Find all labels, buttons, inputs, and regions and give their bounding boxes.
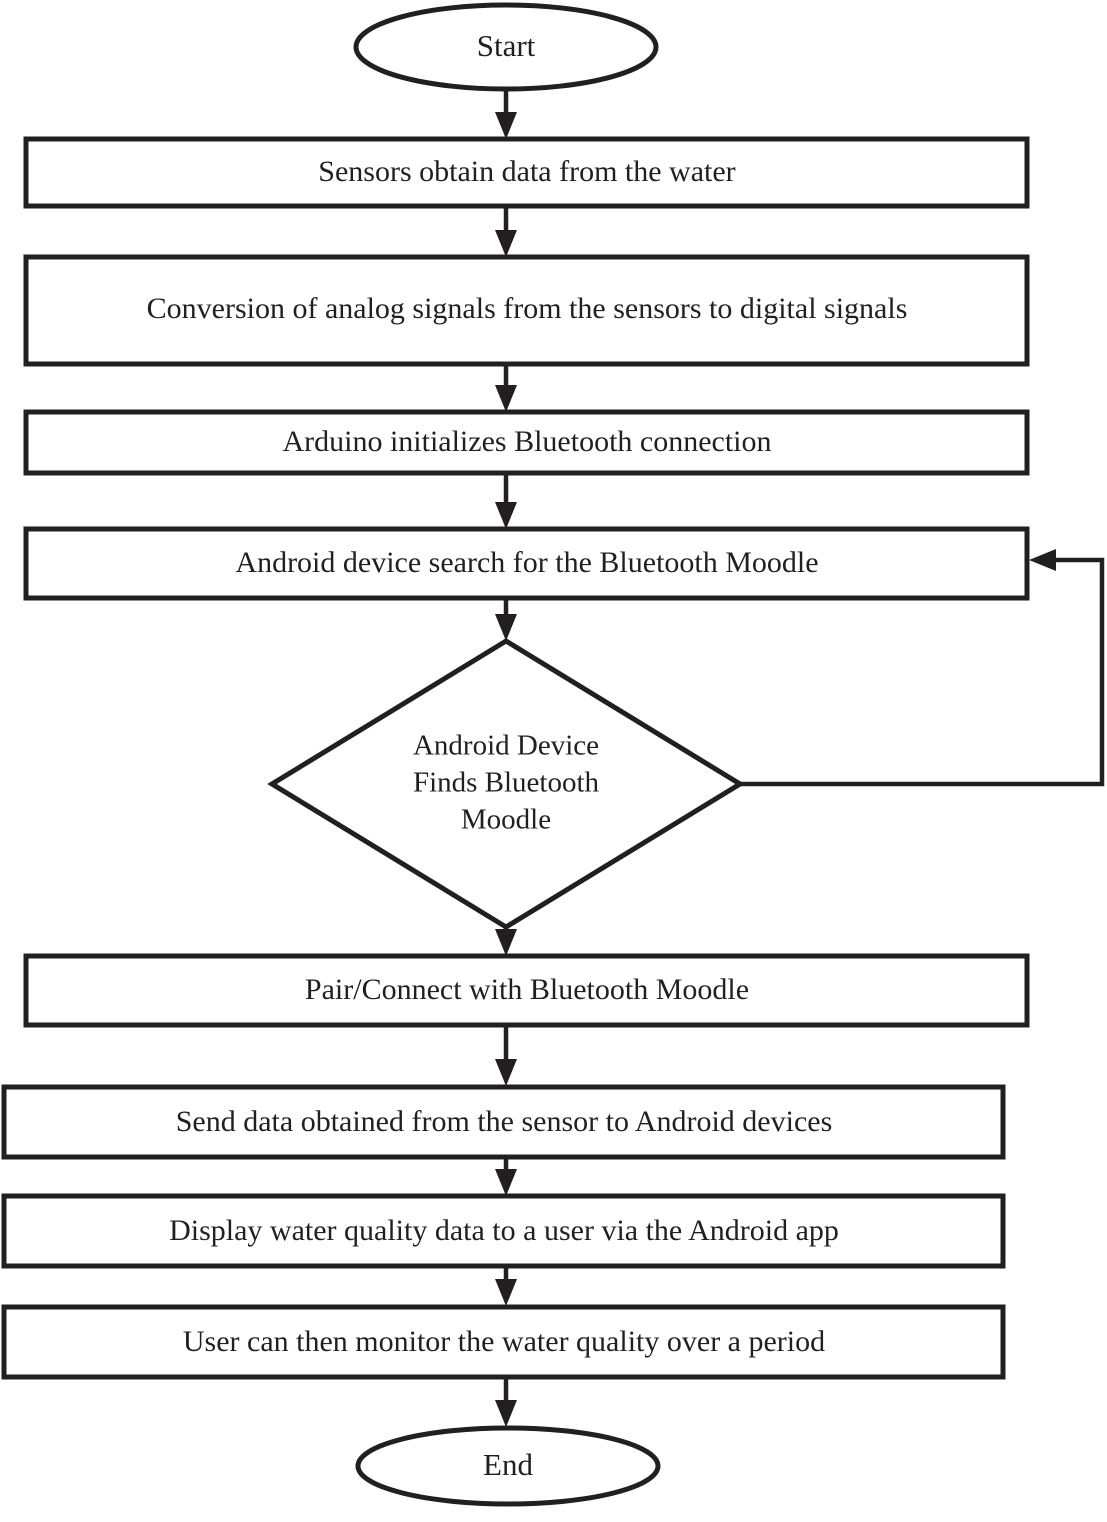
node-pair-connect-label: Pair/Connect with Bluetooth Moodle <box>305 973 749 1006</box>
node-display-data-label: Display water quality data to a user via… <box>169 1214 839 1247</box>
node-sensors-obtain-data[interactable]: Sensors obtain data from the water <box>23 136 1030 209</box>
node-decision-line-1: Android Device <box>413 730 599 762</box>
node-arduino-init-bluetooth-label: Arduino initializes Bluetooth connection <box>282 425 771 458</box>
edge-decision-loopback-to-search <box>740 549 1105 787</box>
edge-display-to-monitor <box>495 1265 517 1306</box>
node-sensors-obtain-data-label: Sensors obtain data from the water <box>318 155 735 188</box>
node-arduino-init-bluetooth[interactable]: Arduino initializes Bluetooth connection <box>23 409 1030 476</box>
node-analog-to-digital-label: Conversion of analog signals from the se… <box>147 292 908 325</box>
edge-arduino-to-search <box>495 473 517 529</box>
node-monitor-period-label: User can then monitor the water quality … <box>183 1325 825 1358</box>
node-android-search[interactable]: Android device search for the Bluetooth … <box>23 526 1030 601</box>
node-decision-line-3: Moodle <box>461 804 551 836</box>
node-analog-to-digital[interactable]: Conversion of analog signals from the se… <box>23 254 1030 367</box>
node-decision-line-2: Finds Bluetooth <box>413 767 600 799</box>
edge-monitor-to-end <box>495 1377 517 1427</box>
node-end-label: End <box>483 1447 533 1482</box>
edge-decision-to-pair <box>495 928 517 956</box>
edge-pair-to-send <box>495 1025 517 1086</box>
node-send-data-label: Send data obtained from the sensor to An… <box>176 1105 833 1138</box>
node-android-search-label: Android device search for the Bluetooth … <box>235 546 818 579</box>
node-display-data[interactable]: Display water quality data to a user via… <box>1 1193 1006 1269</box>
node-send-data[interactable]: Send data obtained from the sensor to An… <box>1 1084 1006 1160</box>
node-start[interactable]: Start <box>353 2 659 92</box>
node-decision-finds-moodle[interactable]: Android Device Finds Bluetooth Moodle <box>267 638 745 930</box>
edge-conversion-to-arduino <box>495 364 517 412</box>
node-pair-connect[interactable]: Pair/Connect with Bluetooth Moodle <box>23 953 1030 1028</box>
node-end[interactable]: End <box>355 1425 661 1507</box>
edge-sensors-to-conversion <box>495 206 517 257</box>
edge-start-to-sensors <box>495 88 517 139</box>
node-start-label: Start <box>477 28 536 63</box>
edge-search-to-decision <box>495 598 517 641</box>
node-monitor-period[interactable]: User can then monitor the water quality … <box>1 1304 1006 1380</box>
edge-send-to-display <box>495 1157 517 1196</box>
